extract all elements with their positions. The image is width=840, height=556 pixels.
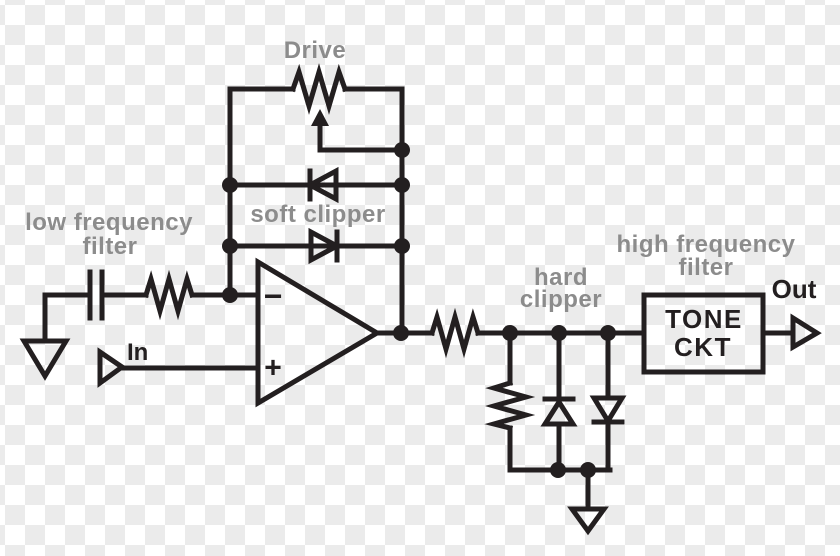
junction-dot	[394, 238, 410, 254]
soft-clipper-diode-left	[227, 166, 405, 204]
drive-label: Drive	[284, 37, 347, 64]
soft-clipper-label: soft clipper	[250, 201, 385, 228]
opamp-triangle-icon	[255, 257, 382, 408]
junction-dot	[222, 238, 238, 254]
hard-clipper-label-line2: clipper	[520, 286, 602, 313]
hard-clipper-ground	[507, 467, 613, 536]
high-frequency-filter-label-line2: filter	[678, 254, 733, 281]
ground-symbol-left	[19, 292, 71, 381]
junction-dot	[222, 287, 238, 303]
junction-dot	[394, 177, 410, 193]
output-buffer	[760, 313, 822, 352]
wiper-arrow-icon	[311, 109, 329, 126]
junction-dot	[551, 325, 567, 341]
junction-dot	[222, 177, 238, 193]
hard-clipper-resistor	[484, 330, 536, 473]
high-frequency-filter-label-line1: high frequency	[616, 231, 795, 258]
opamp-inverting-sign: −	[264, 278, 283, 314]
junction-dot	[502, 325, 518, 341]
resistor-zigzag-icon	[484, 379, 536, 432]
diode-icon	[308, 227, 343, 265]
low-frequency-filter-label-line2: filter	[82, 233, 137, 260]
tone-box-label-line2: CKT	[674, 332, 732, 362]
hard-clipper-diode-up	[540, 330, 578, 473]
ground-icon	[567, 506, 609, 536]
junction-dots	[222, 142, 616, 478]
junction-dot	[393, 325, 409, 341]
hard-clipper-label-line1: hard	[534, 264, 588, 291]
input-resistor	[142, 269, 261, 321]
resistor-zigzag-icon	[428, 307, 482, 359]
resistor-zigzag-icon	[142, 269, 196, 321]
opamp-noninverting-sign: +	[264, 352, 282, 385]
potentiometer-icon	[289, 63, 349, 115]
out-label: Out	[772, 274, 817, 304]
signal-arrow-icon	[97, 347, 127, 388]
tone-box-label-line1: TONE	[665, 304, 743, 334]
junction-dot	[394, 142, 410, 158]
in-label: In	[127, 339, 148, 366]
drive-potentiometer	[289, 63, 405, 153]
junction-dot	[580, 462, 596, 478]
input-buffer	[97, 347, 261, 388]
coupling-capacitor	[42, 269, 149, 321]
signal-arrow-icon	[790, 313, 822, 352]
soft-clipper-diode-right	[227, 227, 405, 265]
ground-icon	[19, 338, 71, 381]
opamp: − +	[255, 257, 382, 408]
low-frequency-filter-label-line1: low frequency	[25, 209, 193, 236]
diode-icon	[540, 397, 578, 427]
junction-dot	[600, 325, 616, 341]
hard-clipper-diode-down	[589, 330, 627, 473]
tone-circuit-block: TONE CKT	[641, 292, 766, 375]
diode-icon	[304, 166, 339, 204]
junction-dot	[550, 462, 566, 478]
diode-icon	[589, 395, 627, 426]
